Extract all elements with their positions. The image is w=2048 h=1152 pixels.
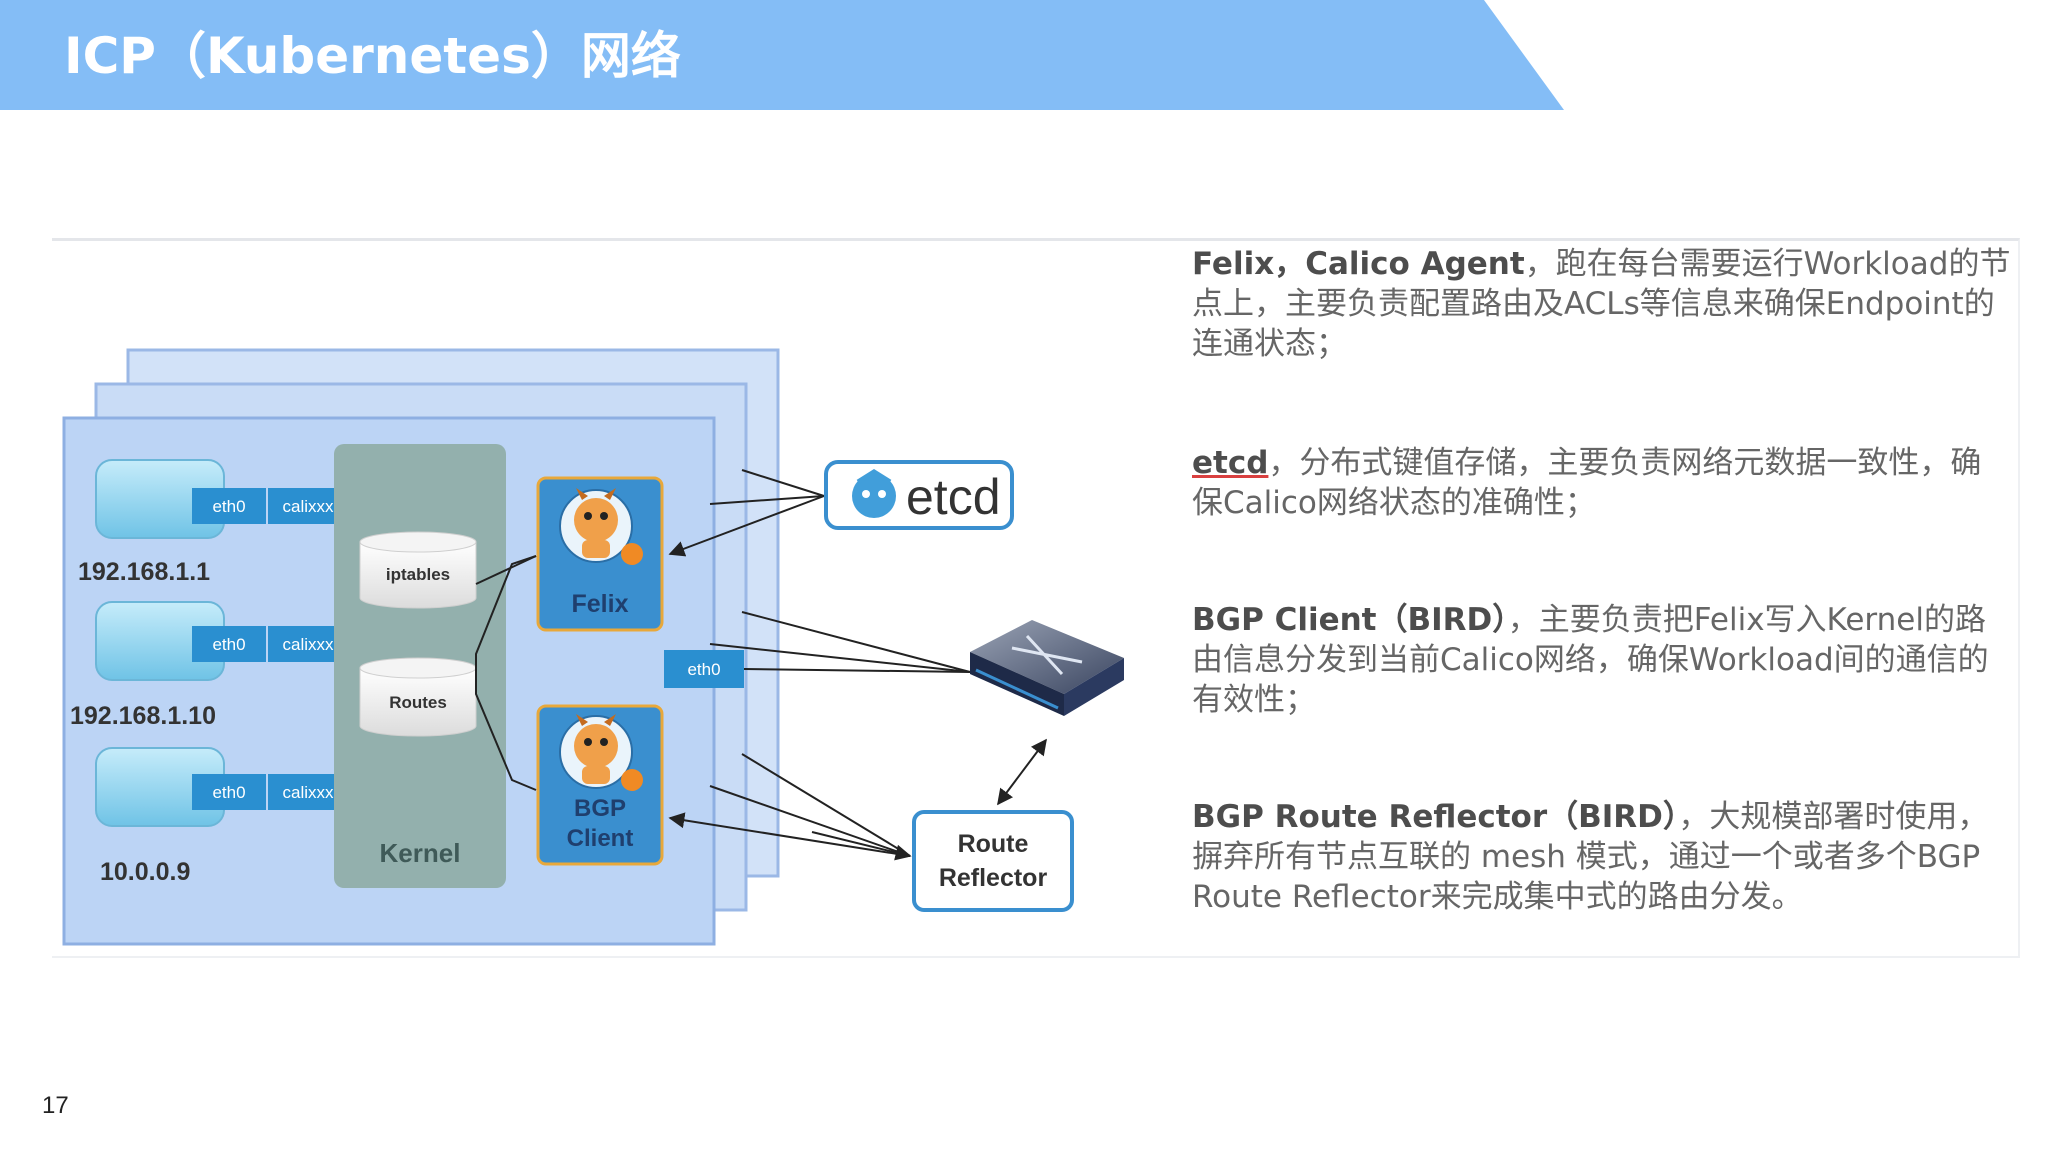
bgp-client-agent: BGP Client — [536, 704, 664, 866]
term-bgp-client: BGP Client（BIRD） — [1192, 602, 1508, 638]
calico-mascot-icon — [559, 714, 643, 791]
workload-2: eth0 calixxx 192.168.1.10 — [70, 601, 348, 730]
description-bgp-route-reflector-text: ，大规模部署时使用，摒弃所有节点互联的 mesh 模式，通过一个或者多个BGP … — [1192, 799, 1989, 915]
workload-ip: 192.168.1.1 — [78, 558, 210, 586]
network-switch-icon — [970, 620, 1124, 716]
connector-rr-2 — [709, 785, 911, 857]
interface-tag-cali-label: calixxx — [282, 783, 334, 802]
interface-tag-eth0-label: eth0 — [212, 783, 245, 802]
workload-ip: 10.0.0.9 — [100, 858, 190, 886]
route-reflector-label-line2: Reflector — [939, 864, 1048, 892]
connector-iptables — [475, 555, 537, 585]
host-eth0-label: eth0 — [687, 660, 720, 679]
interface-tag-eth0 — [192, 774, 266, 810]
cylinder-top — [359, 531, 477, 553]
connector-switch-3 — [743, 668, 971, 673]
cylinder-top — [359, 657, 477, 679]
etcd-label: etcd — [906, 469, 1001, 525]
slide-title: ICP（Kubernetes）网络 — [64, 27, 681, 85]
description-felix: Felix，Calico Agent，跑在每台需要运行Workload的节点上，… — [1192, 244, 2012, 364]
page-number: 17 — [42, 1092, 69, 1119]
cylinder-body — [359, 667, 477, 737]
header-band-shape — [0, 0, 1564, 110]
description-bgp-client-text: ，主要负责把Felix写入Kernel的路由信息分发到当前Calico网络，确保… — [1192, 602, 1989, 718]
description-bgp-route-reflector: BGP Route Reflector（BIRD），大规模部署时使用，摒弃所有节… — [1192, 797, 2012, 917]
term-bgp-route-reflector: BGP Route Reflector（BIRD） — [1192, 799, 1679, 835]
interface-tag-eth0 — [192, 626, 266, 662]
host-eth0-tag — [664, 650, 744, 688]
bgp-client-label-line1: BGP — [574, 795, 626, 822]
kernel-label: Kernel — [380, 838, 461, 868]
routes-cylinder: Routes — [359, 657, 477, 737]
iptables-label: iptables — [386, 565, 450, 584]
connector-switch-1 — [741, 611, 971, 673]
interface-tag-eth0-label: eth0 — [212, 497, 245, 516]
workload-ip: 192.168.1.10 — [70, 702, 216, 730]
connector-rr-1 — [741, 753, 911, 857]
connector-rr-3 — [668, 812, 911, 857]
description-felix-text: ，跑在每台需要运行Workload的节点上，主要负责配置路由及ACLs等信息来确… — [1192, 246, 2011, 362]
calico-architecture-diagram: eth0 calixxx 192.168.1.1 eth0 calixxx 19… — [62, 348, 1124, 946]
term-etcd: etcd — [1192, 445, 1269, 481]
description-bgp-client: BGP Client（BIRD），主要负责把Felix写入Kernel的路由信息… — [1192, 600, 2012, 720]
description-etcd-text: ，分布式键值存储，主要负责网络元数据一致性，确保Calico网络状态的准确性； — [1192, 445, 1982, 521]
connector-felix-kernel — [475, 555, 537, 791]
iptables-cylinder: iptables — [359, 531, 477, 609]
connector-switch-2 — [709, 643, 971, 673]
calico-mascot-icon — [559, 488, 643, 565]
etcd-logo-icon — [852, 469, 896, 518]
cylinder-body — [359, 541, 477, 609]
description-etcd: etcd，分布式键值存储，主要负责网络元数据一致性，确保Calico网络状态的准… — [1192, 443, 2012, 523]
route-reflector-label-line1: Route — [958, 830, 1029, 858]
connector-etcd-1 — [741, 469, 825, 497]
felix-label: Felix — [572, 590, 629, 618]
term-felix: Felix，Calico Agent — [1192, 246, 1525, 282]
bgp-client-label-line2: Client — [567, 825, 634, 852]
connector-etcd-2 — [709, 495, 825, 505]
interface-tag-eth0 — [192, 488, 266, 524]
interface-tag-cali-label: calixxx — [282, 635, 334, 654]
route-reflector-box — [912, 810, 1074, 912]
interface-tag-eth0-label: eth0 — [212, 635, 245, 654]
felix-agent: Felix — [536, 476, 664, 632]
connector-rr-4 — [811, 831, 912, 861]
routes-label: Routes — [389, 693, 447, 712]
connector-switch-reflector — [997, 738, 1047, 806]
interface-tag-cali-label: calixxx — [282, 497, 334, 516]
route-reflector-node: Route Reflector — [912, 810, 1074, 912]
etcd-node: etcd — [824, 460, 1014, 530]
header-band — [0, 0, 1564, 110]
connector-etcd-3 — [668, 495, 825, 557]
